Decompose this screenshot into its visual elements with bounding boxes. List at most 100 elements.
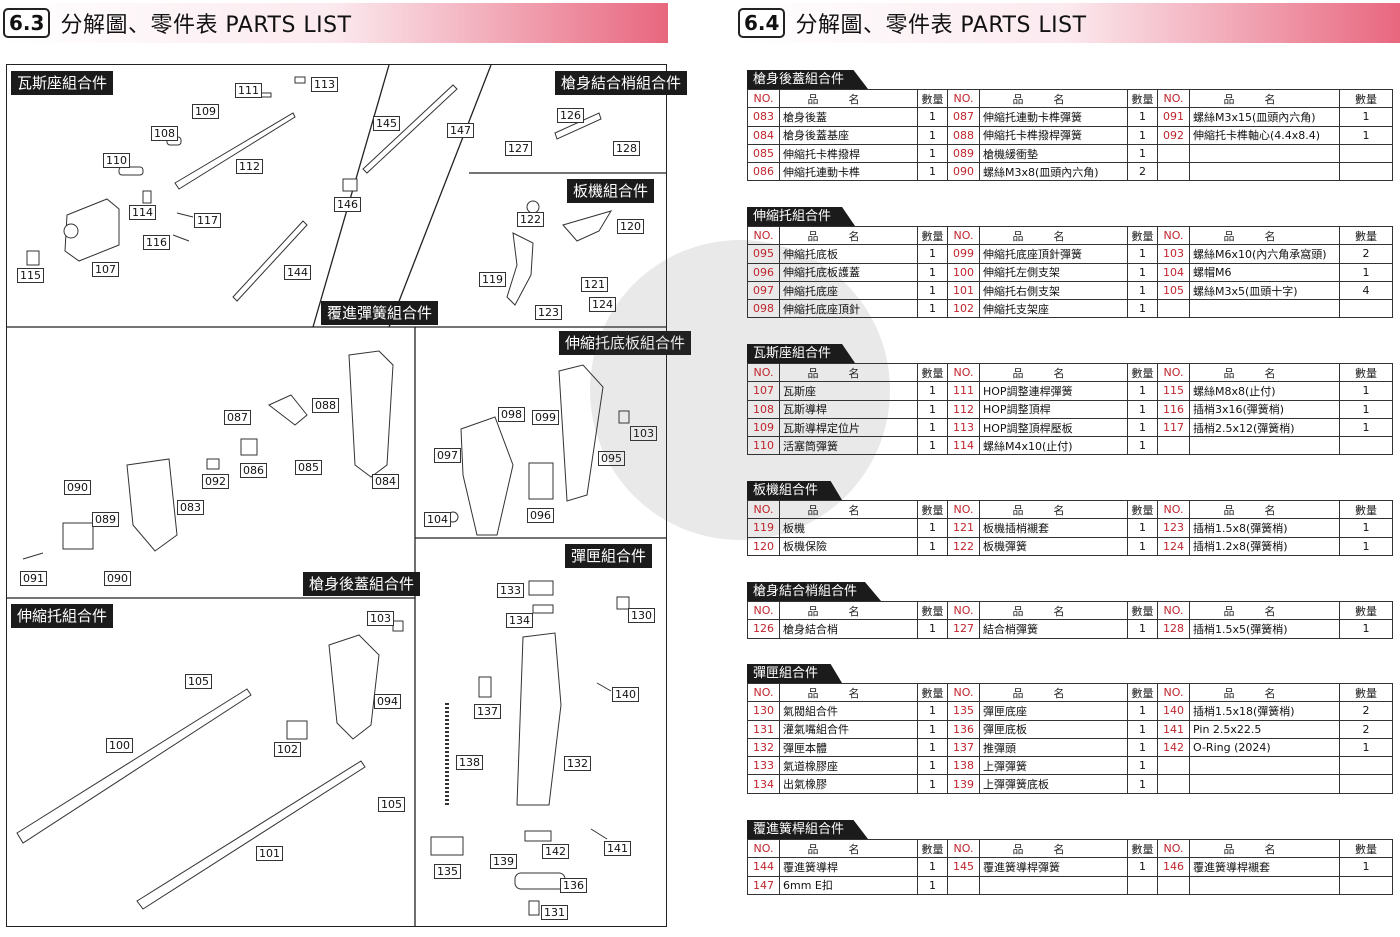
part-number-callout: 134 <box>506 613 533 628</box>
part-number-cell: 117 <box>1157 417 1190 438</box>
part-number-callout: 097 <box>434 448 461 463</box>
part-number-callout: 123 <box>535 305 562 320</box>
section-number: 6.3 <box>3 8 51 38</box>
quantity-cell: 1 <box>917 875 948 895</box>
quantity-cell: 1 <box>917 280 948 301</box>
part-number-callout: 131 <box>541 905 568 920</box>
quantity-cell: 1 <box>1127 299 1158 319</box>
part-name-cell: 伸縮托底座頂針 <box>779 299 918 319</box>
column-header-qty: 數量 <box>1127 88 1158 109</box>
part-number-cell: 091 <box>1157 107 1190 127</box>
magazine-body-part <box>516 632 562 806</box>
quantity-cell: 1 <box>1127 737 1158 758</box>
quantity-cell: 1 <box>1127 417 1158 438</box>
quantity-cell: 1 <box>917 417 948 438</box>
spring-plate-part <box>524 830 552 842</box>
column-header-qty: 數量 <box>1339 88 1393 109</box>
quantity-cell <box>1339 756 1393 776</box>
column-header-no: NO. <box>747 499 780 520</box>
part-name-cell <box>1189 756 1340 776</box>
part-number-cell: 087 <box>947 107 980 127</box>
table-title: 槍身結合梢組合件 <box>747 582 882 601</box>
part-number-cell: 083 <box>747 107 780 127</box>
part-name-cell: HOP調整連桿彈簧 <box>979 381 1128 401</box>
assembly-label: 彈匣組合件 <box>565 544 653 568</box>
part-number-cell: 112 <box>947 399 980 419</box>
quantity-cell: 1 <box>1127 125 1158 145</box>
part-number-callout: 087 <box>224 410 251 425</box>
quantity-cell: 1 <box>1339 619 1393 639</box>
column-header-qty: 數量 <box>1339 600 1393 621</box>
part-number-cell: 107 <box>747 381 780 401</box>
part-name-cell: 螺絲M3x15(皿頭內六角) <box>1189 107 1340 127</box>
part-name-cell <box>1189 162 1340 182</box>
part-number-callout: 119 <box>479 272 506 287</box>
part-number-cell: 122 <box>947 536 980 556</box>
quantity-cell: 1 <box>917 125 948 145</box>
column-header-no: NO. <box>747 88 780 109</box>
recoil-guide-part <box>232 220 308 302</box>
column-header-qty: 數量 <box>917 838 948 859</box>
part-number-cell: 135 <box>947 701 980 721</box>
part-name-cell: 伸縮托卡榫軸心(4.4x8.4) <box>1189 125 1340 145</box>
section-number: 6.4 <box>738 8 786 38</box>
part-number-cell: 127 <box>947 619 980 639</box>
column-header-no: NO. <box>747 600 780 621</box>
part-number-cell: 098 <box>747 299 780 319</box>
part-number-callout: 120 <box>617 219 644 234</box>
part-name-cell: 覆進簧導桿 <box>779 857 918 877</box>
part-number-cell: 100 <box>947 262 980 282</box>
table-title: 板機組合件 <box>747 481 843 500</box>
trigger-safety-part <box>562 210 613 242</box>
column-header-name: 品名 <box>779 682 918 703</box>
part-number-cell: 088 <box>947 125 980 145</box>
quantity-cell: 1 <box>917 774 948 794</box>
part-name-cell: 氣閥組合件 <box>779 701 918 721</box>
part-number-cell: 121 <box>947 518 980 538</box>
part-number-callout: 133 <box>497 583 524 598</box>
part-number-cell: 137 <box>947 737 980 758</box>
column-header-name: 品名 <box>979 225 1128 246</box>
part-number-cell: 133 <box>747 756 780 776</box>
stock-right-frame-part <box>136 760 366 910</box>
assembly-label: 伸縮托組合件 <box>11 604 114 628</box>
divider-line <box>312 65 390 328</box>
part-number-callout: 121 <box>581 277 608 292</box>
part-number-cell: 114 <box>947 436 980 456</box>
column-header-no: NO. <box>747 838 780 859</box>
column-header-qty: 數量 <box>1127 499 1158 520</box>
hop-rod-part <box>174 112 296 190</box>
column-header-no: NO. <box>947 225 980 246</box>
part-name-cell: 覆進簧導桿彈簧 <box>979 857 1128 877</box>
right-page-header: 6.4 分解圖、零件表 PARTS LIST <box>738 3 1400 43</box>
quantity-cell: 1 <box>1339 262 1393 282</box>
pin-part <box>590 828 608 840</box>
part-number-cell: 130 <box>747 701 780 721</box>
column-header-name: 品名 <box>1189 499 1340 520</box>
column-header-no: NO. <box>1157 838 1190 859</box>
column-header-qty: 數量 <box>1339 838 1393 859</box>
gas-seal-part <box>528 580 554 596</box>
part-number-callout: 090 <box>64 480 91 495</box>
part-number-callout: 138 <box>456 755 483 770</box>
part-name-cell: 插梢3x16(彈簧梢) <box>1189 399 1340 419</box>
quantity-cell: 2 <box>1339 244 1393 264</box>
part-name-cell <box>1189 774 1340 794</box>
screw-part <box>392 620 404 632</box>
